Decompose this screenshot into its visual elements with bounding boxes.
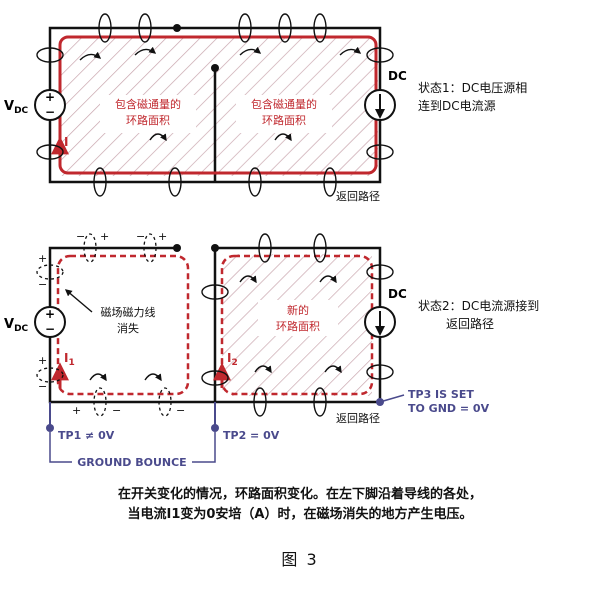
bottom-current2-label: I2: [227, 351, 238, 368]
caption-line-2: 当电流I1变为0安培（A）时，在磁场消失的地方产生电压。: [127, 507, 473, 522]
top-right-area-line2: 环路面积: [262, 114, 306, 127]
top-left-label-box: [100, 95, 196, 133]
top-return-path: 返回路径: [336, 190, 380, 203]
bottom-source-plus: +: [45, 307, 55, 321]
bottom-left-dashed-loop: [56, 254, 190, 396]
svg-text:+: +: [38, 354, 47, 367]
top-left-area-line1: 包含磁通量的: [115, 97, 181, 111]
ground-bounce-bracket: [49, 432, 72, 463]
bottom-vdc-label: VDC: [4, 317, 29, 334]
top-flux-loops: [36, 13, 394, 197]
top-source-minus: −: [45, 105, 55, 119]
bottom-return-path: 返回路径: [336, 412, 380, 425]
tp3-label-line2: TO GND = 0V: [408, 402, 490, 415]
top-circuit: + − VDC I DC: [4, 13, 527, 203]
top-state-line2: 连到DC电流源: [418, 98, 496, 113]
svg-text:−: −: [38, 278, 47, 291]
bottom-dc-label: DC: [388, 287, 407, 301]
svg-text:−: −: [136, 230, 145, 243]
top-voltage-source: [34, 89, 66, 121]
svg-text:−: −: [112, 404, 121, 417]
svg-text:+: +: [158, 230, 167, 243]
bottom-right-area-line2: 环路面积: [276, 320, 320, 333]
bottom-state-line1: 状态2：DC电流源接到: [418, 298, 539, 313]
tp2-label: TP2 = 0V: [223, 429, 280, 442]
bottom-source-minus: −: [45, 322, 55, 336]
figure-title: 图 3: [281, 550, 319, 569]
ground-bounce-label: GROUND BOUNCE: [77, 456, 186, 469]
bottom-current1-label: I1: [64, 351, 75, 368]
bottom-left-area-line2: 消失: [117, 321, 139, 335]
tp2-marker: [211, 424, 219, 432]
svg-text:−: −: [38, 380, 47, 393]
top-left-area-line2: 环路面积: [126, 114, 170, 127]
tp3-label-line1: TP3 IS SET: [408, 388, 474, 401]
bottom-junction-node-2: [211, 244, 219, 252]
tp1-label: TP1 ≠ 0V: [58, 429, 115, 442]
svg-text:−: −: [76, 230, 85, 243]
svg-text:−: −: [176, 404, 185, 417]
test-points: TP1 ≠ 0V TP2 = 0V TP3 IS SET TO GND = 0V…: [46, 388, 490, 469]
bottom-circuit: + − VDC I1 I2 DC − + − + + − + − + −: [4, 230, 539, 469]
bottom-flux-loops: [64, 233, 394, 417]
top-right-label-box: [236, 95, 332, 133]
svg-text:+: +: [100, 230, 109, 243]
top-state-line1: 状态1：DC电压源相: [418, 81, 527, 95]
bottom-right-area-line1: 新的: [287, 303, 309, 317]
bottom-voltage-source: [34, 306, 66, 338]
top-right-area-line1: 包含磁通量的: [251, 97, 317, 111]
bottom-field-signs: − + − + + − + − + − −: [38, 230, 185, 417]
tp1-marker: [46, 424, 54, 432]
bottom-state-line2: 返回路径: [446, 316, 494, 331]
bottom-junction-node-1: [173, 244, 181, 252]
top-junction-node-1: [173, 24, 181, 32]
caption-line-1: 在开关变化的情况，环路面积变化。在左下脚沿着导线的各处，: [117, 487, 482, 502]
svg-text:+: +: [72, 404, 81, 417]
top-source-plus: +: [45, 90, 55, 104]
top-junction-node-2: [211, 64, 219, 72]
bottom-left-area-line1: 磁场磁力线: [101, 305, 156, 319]
bottom-right-label-box: [258, 300, 338, 336]
top-dc-label: DC: [388, 69, 407, 83]
top-current-label: I: [64, 135, 68, 149]
svg-text:+: +: [38, 252, 47, 265]
bottom-collapsing-field-lines: [36, 233, 172, 417]
top-vdc-label: VDC: [4, 99, 29, 116]
ground-bounce-bracket-right: [192, 432, 216, 463]
